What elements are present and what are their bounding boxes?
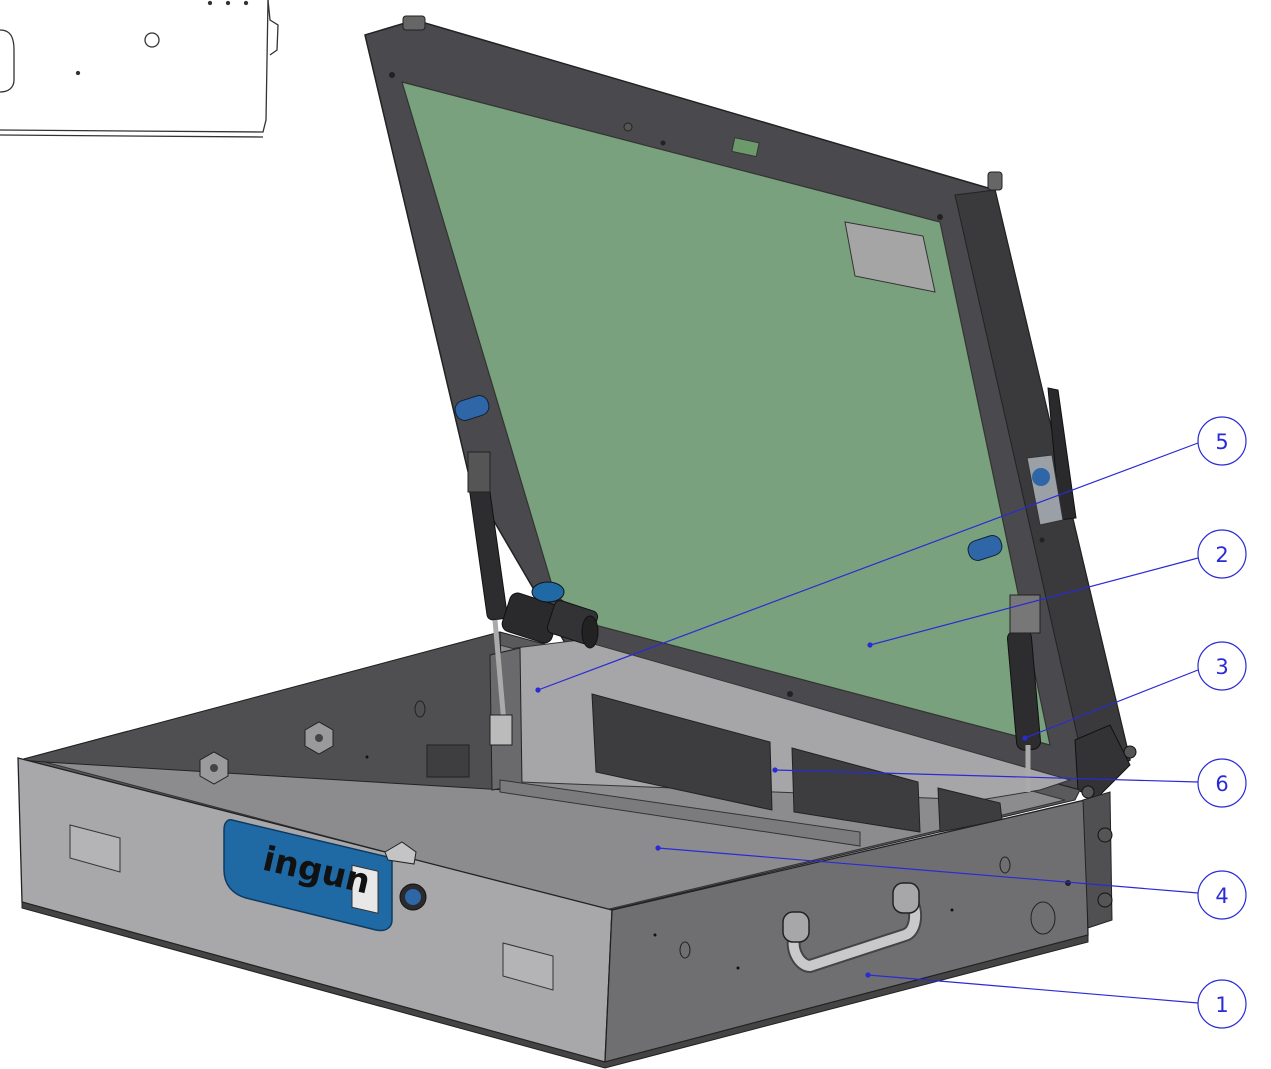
callout-1-label: 1 xyxy=(1215,993,1228,1017)
lid-hinge-right xyxy=(1074,724,1131,801)
lid-label-plate xyxy=(844,221,936,293)
left-wall-slot xyxy=(426,744,470,778)
callouts xyxy=(535,442,1199,1004)
pcb-connector xyxy=(731,137,760,158)
callout-2-label: 2 xyxy=(1215,543,1228,567)
front-label-left xyxy=(69,824,121,873)
callout-6: 6 xyxy=(1197,758,1247,808)
callout-3-label: 3 xyxy=(1215,655,1228,679)
plate-window-2 xyxy=(791,747,921,833)
carry-handle[interactable] xyxy=(782,882,923,974)
front-label-right xyxy=(502,942,554,991)
callout-3: 3 xyxy=(1197,641,1247,691)
callout-4: 4 xyxy=(1197,870,1247,920)
callout-5-label: 5 xyxy=(1215,430,1228,454)
guide-pin-right xyxy=(967,535,1003,561)
guide-pin-left xyxy=(454,395,490,421)
callout-2: 2 xyxy=(1197,529,1247,579)
callout-5: 5 xyxy=(1197,416,1247,466)
lid-logo-icon xyxy=(1032,468,1050,486)
nut-2 xyxy=(304,721,334,755)
callout-4-label: 4 xyxy=(1215,884,1228,908)
gas-strut-left xyxy=(467,451,513,746)
nut-1 xyxy=(199,751,229,785)
base-box: ingun xyxy=(17,631,1113,1069)
callout-1: 1 xyxy=(1197,979,1247,1029)
interface-connector xyxy=(501,581,599,649)
partial-detail-view xyxy=(0,0,279,138)
front-latch[interactable]: ingun xyxy=(223,819,393,932)
gas-strut-right xyxy=(1006,594,1042,792)
latch-catch xyxy=(384,841,417,865)
base-side-hardware xyxy=(1082,791,1113,929)
floor-rail xyxy=(499,779,861,847)
callout-6-label: 6 xyxy=(1215,772,1228,796)
key-lock[interactable] xyxy=(399,883,427,911)
plate-window-1 xyxy=(591,693,773,811)
